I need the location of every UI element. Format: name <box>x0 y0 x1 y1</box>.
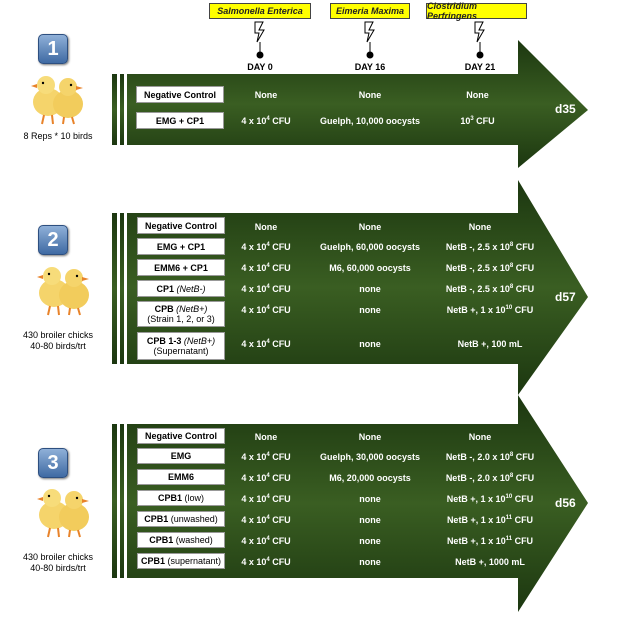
clostridium-dose: NetB +, 1 x 1011 CFU <box>430 536 550 546</box>
clostridium-dose: NetB -, 2.5 x 108 CFU <box>430 242 550 252</box>
clostridium-dose: NetB -, 2.5 x 108 CFU <box>430 263 550 273</box>
salmonella-dose: 4 x 104 CFU <box>226 557 306 567</box>
eimeria-dose: none <box>330 515 410 525</box>
clostridium-dose: NetB -, 2.0 x 108 CFU <box>430 473 550 483</box>
clostridium-dose: 103 CFU <box>440 116 515 126</box>
salmonella-dose: None <box>236 90 296 100</box>
chick-image <box>28 257 98 317</box>
treatment-label: Negative Control <box>137 217 225 234</box>
treatment-label: CPB1 (washed) <box>137 532 225 548</box>
trial-1-badge: 1 <box>38 34 68 64</box>
clostridium-dose: NetB +, 1 x 1010 CFU <box>430 494 550 504</box>
eimeria-dose: none <box>330 494 410 504</box>
chick-image <box>22 66 92 126</box>
clostridium-dose: NetB -, 2.0 x 108 CFU <box>430 452 550 462</box>
eimeria-dose: Guelph, 60,000 oocysts <box>310 242 430 252</box>
trial-2-caption: 430 broiler chicks 40-80 birds/trt <box>8 330 108 352</box>
clostridium-dose: None <box>430 222 530 232</box>
treatment-label: EMG + CP1 <box>137 238 225 255</box>
trial-3-badge: 3 <box>38 448 68 478</box>
eimeria-dose: None <box>330 222 410 232</box>
treatment-label: CPB1 (low) <box>137 490 225 506</box>
clostridium-dose: NetB +, 1 x 1011 CFU <box>430 515 550 525</box>
eimeria-dose: None <box>330 432 410 442</box>
treatment-label: CPB (NetB+)(Strain 1, 2, or 3) <box>137 301 225 327</box>
salmonella-dose: 4 x 104 CFU <box>226 473 306 483</box>
trial-3-caption: 430 broiler chicks 40-80 birds/trt <box>8 552 108 574</box>
eimeria-dose: none <box>330 536 410 546</box>
eimeria-dose: M6, 20,000 oocysts <box>310 473 430 483</box>
treatment-label: EMG <box>137 448 225 464</box>
salmonella-dose: None <box>236 432 296 442</box>
treatment-label: CPB 1-3 (NetB+)(Supernatant) <box>137 332 225 360</box>
salmonella-dose: 4 x 104 CFU <box>226 263 306 273</box>
treatment-label: Negative Control <box>137 428 225 444</box>
chick-image <box>28 479 98 539</box>
salmonella-dose: 4 x 104 CFU <box>226 536 306 546</box>
clostridium-dose: NetB +, 1000 mL <box>430 557 550 567</box>
clostridium-dose: NetB -, 2.5 x 108 CFU <box>430 284 550 294</box>
eimeria-dose: Guelph, 30,000 oocysts <box>310 452 430 462</box>
clostridium-dose: None <box>430 432 530 442</box>
treatment-label: CPB1 (supernatant) <box>137 553 225 569</box>
trial-1-arrow <box>127 40 588 168</box>
salmonella-dose: None <box>236 222 296 232</box>
trial-2-end-day: d57 <box>555 290 576 304</box>
trial-1-end-day: d35 <box>555 102 576 116</box>
eimeria-dose: none <box>330 305 410 315</box>
eimeria-dose: M6, 60,000 oocysts <box>310 263 430 273</box>
clostridium-dose: NetB +, 1 x 1010 CFU <box>430 305 550 315</box>
salmonella-dose: 4 x 104 CFU <box>226 494 306 504</box>
treatment-label: EMM6 <box>137 469 225 485</box>
treatment-label: EMG + CP1 <box>136 112 224 129</box>
trial-2-badge: 2 <box>38 225 68 255</box>
clostridium-dose: NetB +, 100 mL <box>430 339 550 349</box>
salmonella-dose: 4 x 104 CFU <box>226 452 306 462</box>
salmonella-dose: 4 x 104 CFU <box>226 305 306 315</box>
salmonella-dose: 4 x 104 CFU <box>226 116 306 126</box>
trial-3-end-day: d56 <box>555 496 576 510</box>
eimeria-dose: none <box>330 557 410 567</box>
treatment-label: EMM6 + CP1 <box>137 259 225 276</box>
eimeria-dose: Guelph, 10,000 oocysts <box>310 116 430 126</box>
trial-1-caption: 8 Reps * 10 birds <box>8 131 108 142</box>
treatment-label: Negative Control <box>136 86 224 103</box>
treatment-label: CP1 (NetB-) <box>137 280 225 297</box>
eimeria-dose: none <box>330 339 410 349</box>
salmonella-dose: 4 x 104 CFU <box>226 284 306 294</box>
treatment-label: CPB1 (unwashed) <box>137 511 225 527</box>
clostridium-dose: None <box>440 90 515 100</box>
eimeria-dose: None <box>330 90 410 100</box>
salmonella-dose: 4 x 104 CFU <box>226 242 306 252</box>
salmonella-dose: 4 x 104 CFU <box>226 515 306 525</box>
eimeria-dose: none <box>330 284 410 294</box>
salmonella-dose: 4 x 104 CFU <box>226 339 306 349</box>
